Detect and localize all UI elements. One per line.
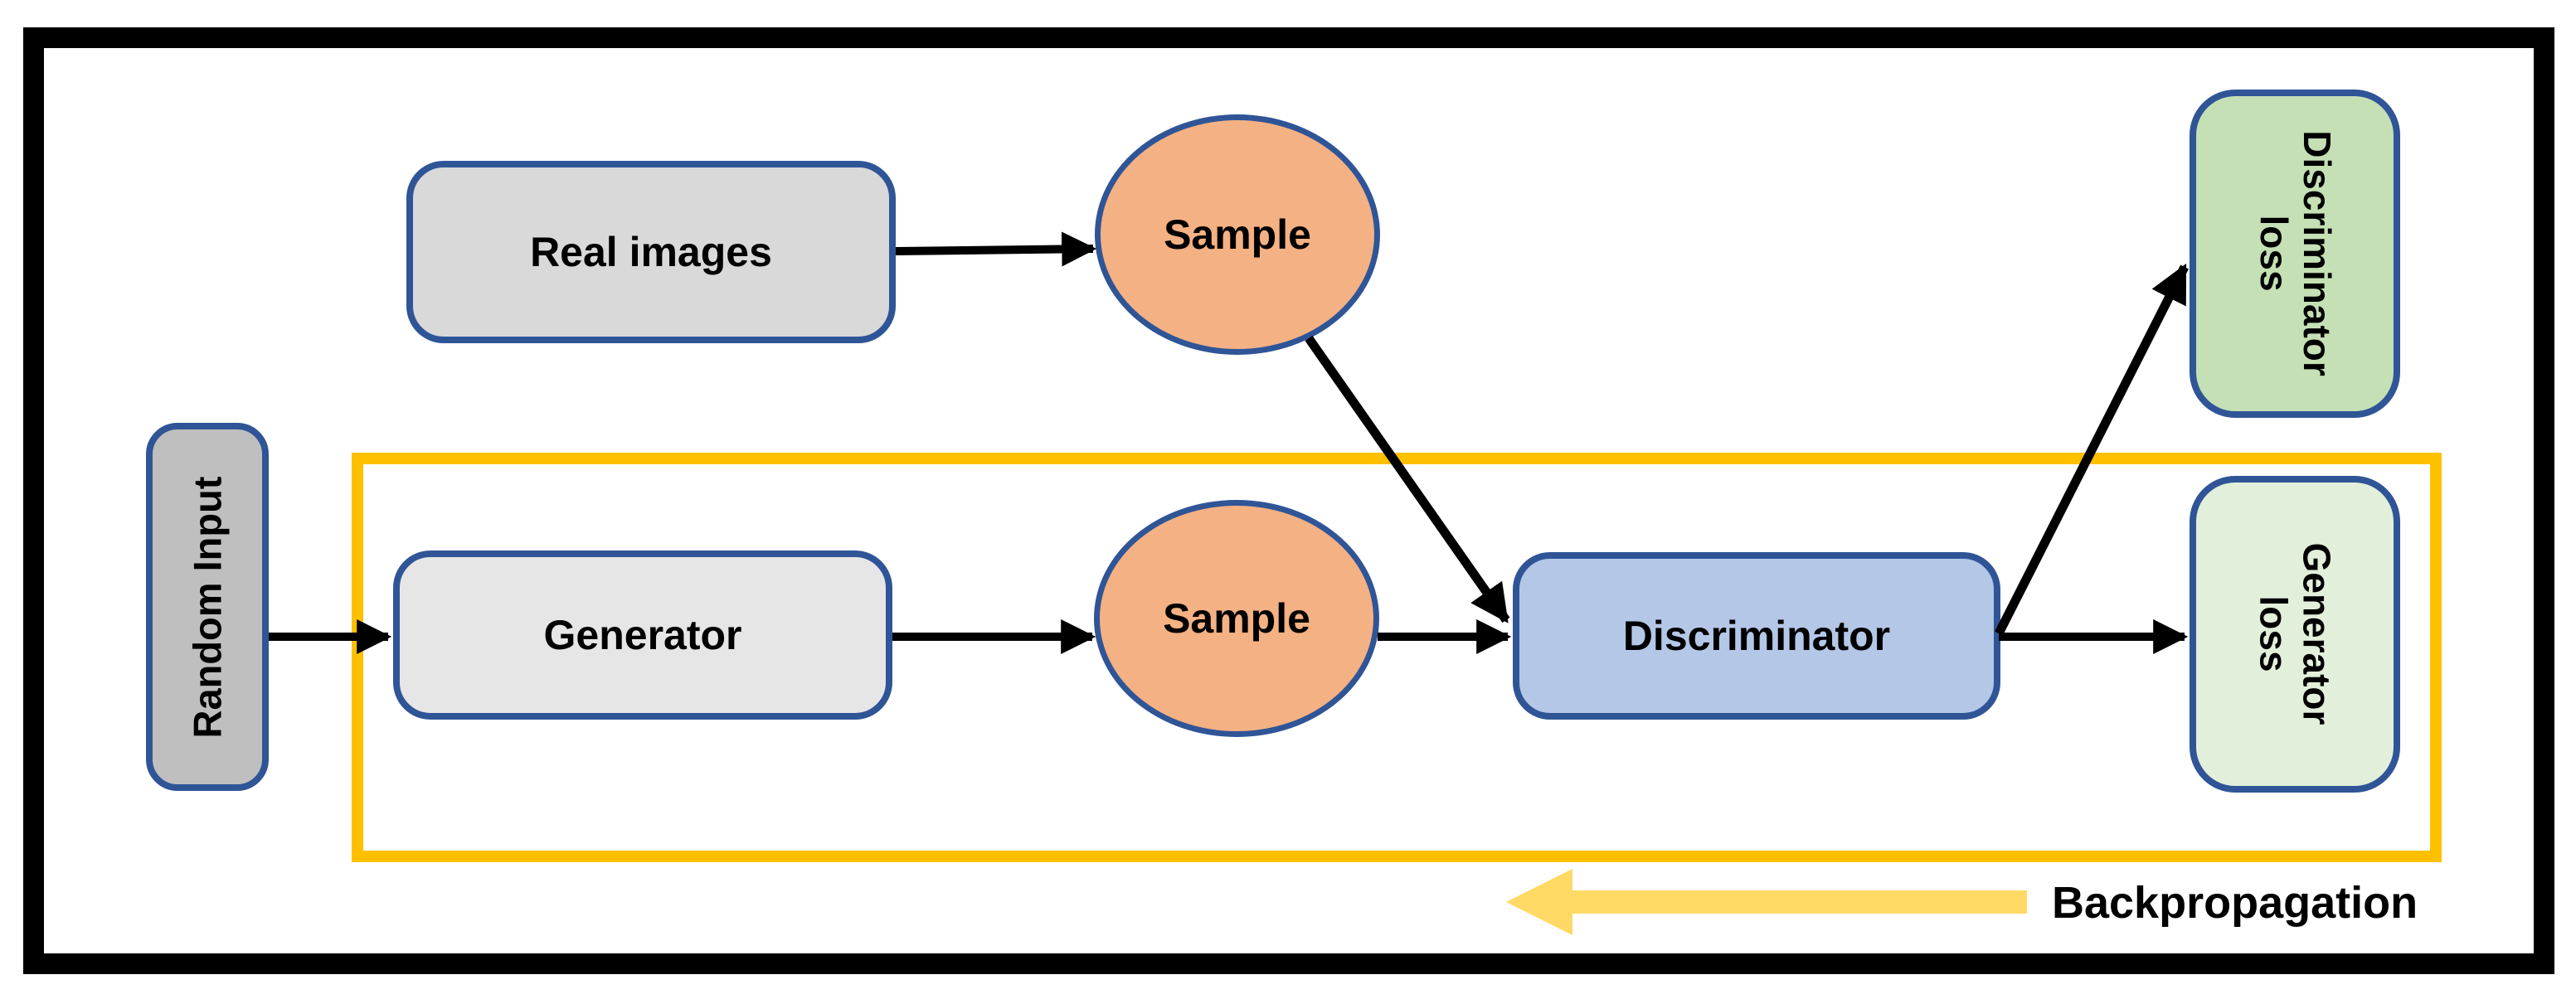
real-images-label: Real images: [530, 229, 772, 275]
backpropagation-loop-outline: [352, 453, 2442, 862]
node-generator: Generator: [393, 550, 892, 720]
generator-loss-label: Generator loss: [2252, 543, 2339, 725]
outer-frame: [23, 27, 2554, 974]
sample-generated-label: Sample: [1163, 595, 1310, 642]
backpropagation-label: Backpropagation: [2052, 878, 2418, 928]
node-sample-generated: Sample: [1094, 500, 1379, 737]
node-generator-loss: Generator loss: [2190, 476, 2400, 793]
discriminator-label: Discriminator: [1622, 613, 1891, 659]
generator-label: Generator: [543, 612, 742, 658]
node-random-input: Random Input: [146, 423, 269, 791]
discriminator-loss-label: Discriminator loss: [2253, 130, 2339, 377]
sample-real-label: Sample: [1164, 211, 1311, 258]
node-discriminator: Discriminator: [1513, 552, 2000, 720]
random-input-label: Random Input: [185, 476, 230, 738]
node-real-images: Real images: [406, 161, 896, 343]
node-discriminator-loss: Discriminator loss: [2190, 90, 2400, 418]
node-sample-real: Sample: [1095, 114, 1380, 355]
